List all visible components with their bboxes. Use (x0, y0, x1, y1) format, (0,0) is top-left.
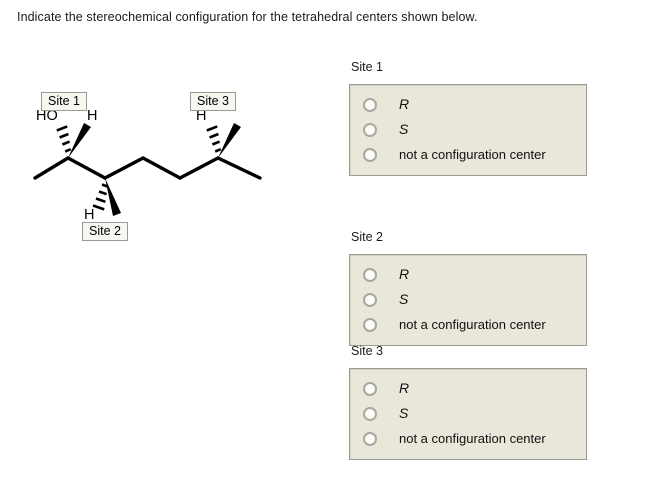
group-heading-site-2: Site 2 (351, 230, 383, 244)
option-row-not-a-configuration-center[interactable]: not a configuration center (358, 312, 578, 337)
skeletal-structure-svg: HO H H H (33, 108, 262, 223)
option-label-s: S (399, 405, 409, 421)
radio-button-s-icon[interactable] (363, 292, 377, 307)
radio-button-r-icon[interactable] (363, 267, 377, 282)
question-group-site-1: Site 1 R S not a configuration center (349, 60, 587, 176)
options-box-site-2: R S not a configuration center (349, 254, 587, 346)
radio-button-not-a-configuration-center-icon[interactable] (363, 147, 377, 162)
option-label-s: S (399, 121, 409, 137)
bold-wedge-methyl-site2 (105, 178, 121, 216)
option-row-s[interactable]: S (358, 401, 578, 426)
atom-label-hydroxyl: HO (36, 108, 58, 124)
radio-button-r-icon[interactable] (363, 381, 377, 396)
bold-wedge-hydrogen-site1 (68, 123, 91, 158)
option-label-not-a-configuration-center: not a configuration center (399, 317, 546, 332)
page-title: Indicate the stereochemical configuratio… (17, 10, 478, 24)
option-label-r: R (399, 266, 410, 282)
option-label-r: R (399, 380, 410, 396)
hashed-wedge-hydrogen-site2 (92, 183, 109, 211)
site-tag-1: Site 1 (41, 92, 87, 111)
site-tag-3: Site 3 (190, 92, 236, 111)
atom-label-hydrogen-site1: H (87, 108, 97, 124)
options-box-site-1: R S not a configuration center (349, 84, 587, 176)
site-tag-2: Site 2 (82, 222, 128, 241)
option-row-s[interactable]: S (358, 117, 578, 142)
option-row-s[interactable]: S (358, 287, 578, 312)
carbon-chain-bonds (33, 156, 262, 180)
option-label-not-a-configuration-center: not a configuration center (399, 147, 546, 162)
options-box-site-3: R S not a configuration center (349, 368, 587, 460)
radio-button-not-a-configuration-center-icon[interactable] (363, 317, 377, 332)
radio-button-not-a-configuration-center-icon[interactable] (363, 431, 377, 446)
atom-label-hydrogen-site3: H (196, 108, 206, 124)
group-heading-site-1: Site 1 (351, 60, 383, 74)
option-label-not-a-configuration-center: not a configuration center (399, 431, 546, 446)
hashed-wedge-hydroxyl-site1 (56, 125, 72, 153)
bold-wedge-methyl-site3 (218, 123, 241, 158)
radio-button-s-icon[interactable] (363, 122, 377, 137)
group-heading-site-3: Site 3 (351, 344, 383, 358)
atom-label-hydrogen-site2: H (84, 207, 94, 223)
option-row-r[interactable]: R (358, 376, 578, 401)
option-row-not-a-configuration-center[interactable]: not a configuration center (358, 142, 578, 167)
radio-button-r-icon[interactable] (363, 97, 377, 112)
option-label-r: R (399, 96, 410, 112)
question-group-site-2: Site 2 R S not a configuration center (349, 230, 587, 346)
option-row-not-a-configuration-center[interactable]: not a configuration center (358, 426, 578, 451)
hashed-wedge-hydrogen-site3 (206, 125, 222, 153)
option-row-r[interactable]: R (358, 92, 578, 117)
option-label-s: S (399, 291, 409, 307)
molecule-diagram: HO H H H Site 1 Site 3 Site 2 (0, 80, 330, 270)
radio-button-s-icon[interactable] (363, 406, 377, 421)
question-group-site-3: Site 3 R S not a configuration center (349, 344, 587, 460)
option-row-r[interactable]: R (358, 262, 578, 287)
